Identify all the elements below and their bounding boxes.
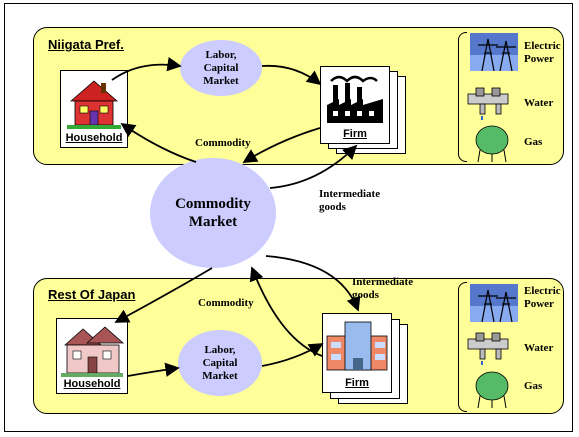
commodity-label-rest: Commodity <box>198 297 254 309</box>
arrow-household-to-labor-bottom <box>127 362 180 377</box>
labor-capital-market-niigata: Labor, Capital Market <box>180 40 262 96</box>
region-title-rest-of-japan: Rest Of Japan <box>48 287 136 302</box>
house-icon <box>67 80 121 129</box>
utilities-bracket-rest <box>458 282 467 412</box>
water-faucet-icon <box>467 87 509 120</box>
arrow-firm-to-market-top <box>242 127 321 163</box>
labor-market-line-2: Capital <box>203 61 239 74</box>
labor-market-line-2: Capital <box>202 356 238 369</box>
factory-icon <box>323 71 387 125</box>
water-faucet-icon <box>467 332 509 365</box>
arrow-household-to-labor-top <box>111 57 182 81</box>
gas-tank-icon <box>475 371 509 408</box>
labor-market-line-1: Labor, <box>205 48 237 61</box>
household-card-rest: Household <box>56 318 128 394</box>
arrow-market-to-intermediate-bottom <box>265 255 361 312</box>
labor-market-line-1: Labor, <box>204 343 236 356</box>
office-building-icon <box>326 321 388 371</box>
arrow-labor-to-firm-bottom <box>261 343 324 367</box>
arrow-market-to-household-top <box>120 122 197 163</box>
arrow-center-intermediate-to-firm <box>269 144 358 189</box>
house-icon <box>61 326 125 377</box>
electric-power-icon <box>470 33 518 71</box>
firm-label-rest: Firm <box>345 377 369 389</box>
labor-capital-market-rest: Labor, Capital Market <box>178 330 262 396</box>
arrow-firm-to-market-bottom <box>249 266 323 357</box>
labor-market-line-3: Market <box>202 369 238 382</box>
commodity-market-line-2: Market <box>188 214 238 230</box>
firm-card-niigata: Firm <box>320 66 390 144</box>
household-card-niigata: Household <box>60 70 128 148</box>
firm-label-niigata: Firm <box>343 128 367 140</box>
gas-tank-icon <box>475 125 509 162</box>
commodity-label-niigata: Commodity <box>195 137 251 149</box>
arrow-market-to-household-bottom <box>114 267 213 323</box>
household-label-niigata: Household <box>65 132 123 144</box>
gas-label-niigata: Gas <box>524 136 543 148</box>
commodity-market: Commodity Market <box>150 158 276 268</box>
arrow-labor-to-firm-top <box>261 64 322 86</box>
water-label-niigata: Water <box>524 97 554 109</box>
commodity-market-line-1: Commodity <box>175 196 251 212</box>
water-label-rest: Water <box>524 342 554 354</box>
household-label-rest: Household <box>63 378 121 390</box>
gas-label-rest: Gas <box>524 380 543 392</box>
labor-market-line-3: Market <box>203 74 239 87</box>
utilities-bracket-niigata <box>458 32 467 162</box>
firm-card-rest: Firm <box>322 313 392 393</box>
electric-power-icon <box>470 284 518 322</box>
region-title-niigata: Niigata Pref. <box>48 37 124 52</box>
